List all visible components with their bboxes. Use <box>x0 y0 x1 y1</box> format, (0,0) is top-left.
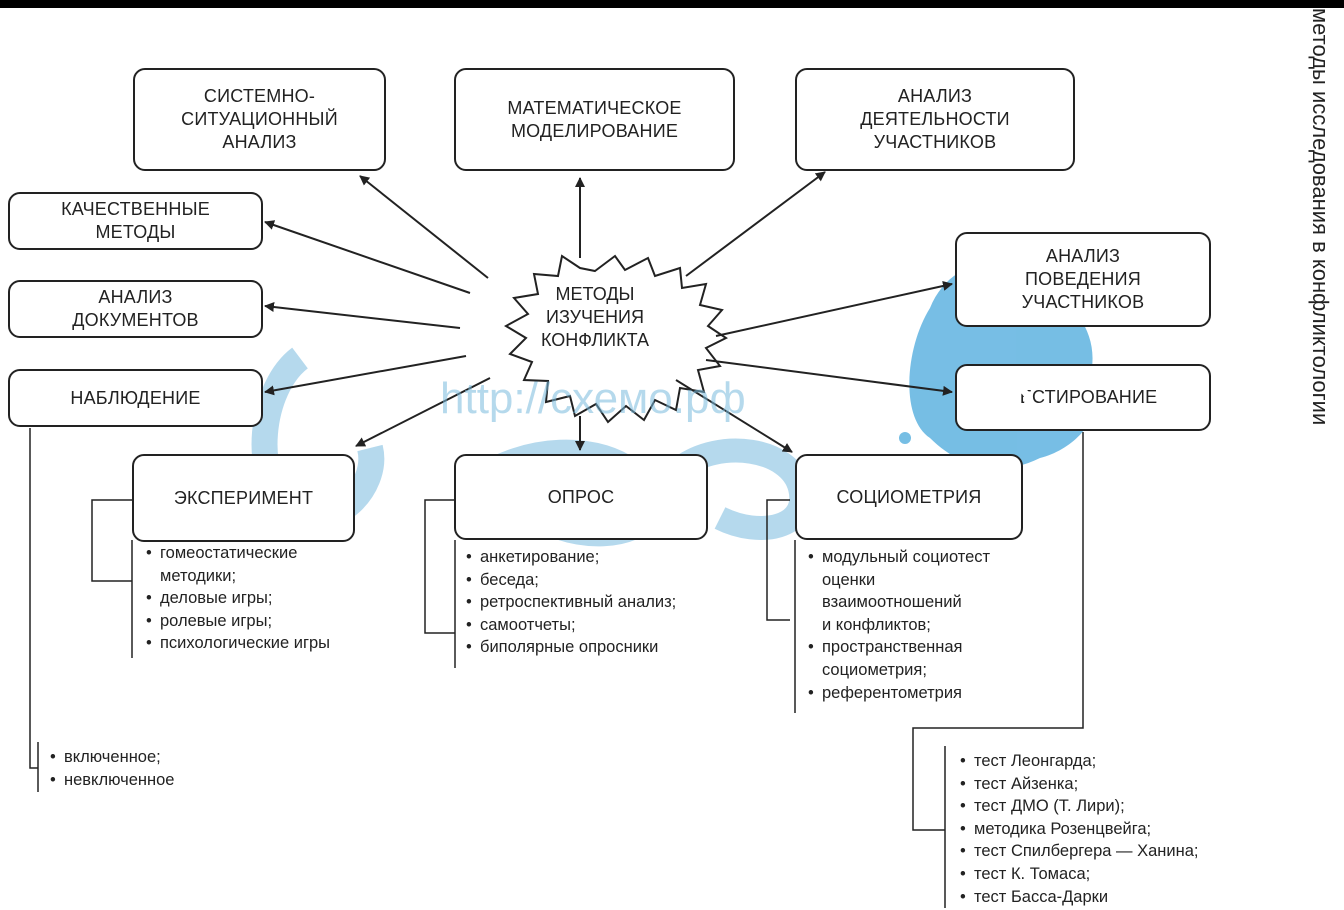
list-item: тест К. Томаса; <box>960 863 1280 886</box>
center-label: МЕТОДЫ ИЗУЧЕНИЯ КОНФЛИКТА <box>540 284 649 350</box>
list-item: невключенное <box>50 769 270 792</box>
list-item: ретроспективный анализ; <box>466 591 766 614</box>
experiment-list: гомеостатические методики;деловые игры;р… <box>146 542 446 655</box>
list-item: самоотчеты; <box>466 614 766 637</box>
node-math-modeling: МАТЕМАТИЧЕСКОЕ МОДЕЛИРОВАНИЕ <box>454 68 735 171</box>
list-item: тест Басса-Дарки <box>960 886 1280 909</box>
survey-list: анкетирование;беседа;ретроспективный ана… <box>466 546 766 659</box>
list-item: деловые игры; <box>146 587 446 610</box>
observation-list: включенное;невключенное <box>50 746 270 791</box>
node-behavior-analysis: АНАЛИЗ ПОВЕДЕНИЯ УЧАСТНИКОВ <box>955 232 1211 327</box>
sociometry-list: модульный социотест оценки взаимоотношен… <box>808 546 1068 704</box>
list-item: анкетирование; <box>466 546 766 569</box>
node-observation: НАБЛЮДЕНИЕ <box>8 369 263 427</box>
node-testing: ТЕСТИРОВАНИЕ <box>955 364 1211 431</box>
list-item: методика Розенцвейга; <box>960 818 1280 841</box>
list-item: референтометрия <box>808 682 1068 705</box>
node-document-analysis: АНАЛИЗ ДОКУМЕНТОВ <box>8 280 263 338</box>
node-survey: ОПРОС <box>454 454 708 540</box>
side-title: методы исследования в конфликтологии <box>1308 8 1333 426</box>
list-item: модульный социотест оценки взаимоотношен… <box>808 546 1068 636</box>
node-qualitative-methods: КАЧЕСТВЕННЫЕ МЕТОДЫ <box>8 192 263 250</box>
list-item: беседа; <box>466 569 766 592</box>
list-item: включенное; <box>50 746 270 769</box>
list-item: пространственная социометрия; <box>808 636 1068 681</box>
list-item: гомеостатические методики; <box>146 542 446 587</box>
node-activity-analysis: АНАЛИЗ ДЕЯТЕЛЬНОСТИ УЧАСТНИКОВ <box>795 68 1075 171</box>
list-item: тест Айзенка; <box>960 773 1280 796</box>
testing-list: тест Леонгарда;тест Айзенка;тест ДМО (Т.… <box>960 750 1280 908</box>
list-item: тест Спилбергера — Ханина; <box>960 840 1280 863</box>
node-sociometry: СОЦИОМЕТРИЯ <box>795 454 1023 540</box>
list-item: тест Леонгарда; <box>960 750 1280 773</box>
list-item: психологические игры <box>146 632 446 655</box>
watermark-url: http://схемо.рф <box>440 374 746 423</box>
node-systemic-analysis: СИСТЕМНО- СИТУАЦИОННЫЙ АНАЛИЗ <box>133 68 386 171</box>
watermark-logo: РФ <box>958 373 1034 429</box>
diagram-canvas: методы исследования в конфликтологии СИС… <box>0 8 1344 910</box>
list-item: тест ДМО (Т. Лири); <box>960 795 1280 818</box>
center-star-shape <box>503 254 728 424</box>
list-item: ролевые игры; <box>146 610 446 633</box>
node-experiment: ЭКСПЕРИМЕНТ <box>132 454 355 542</box>
list-item: биполярные опросники <box>466 636 766 659</box>
